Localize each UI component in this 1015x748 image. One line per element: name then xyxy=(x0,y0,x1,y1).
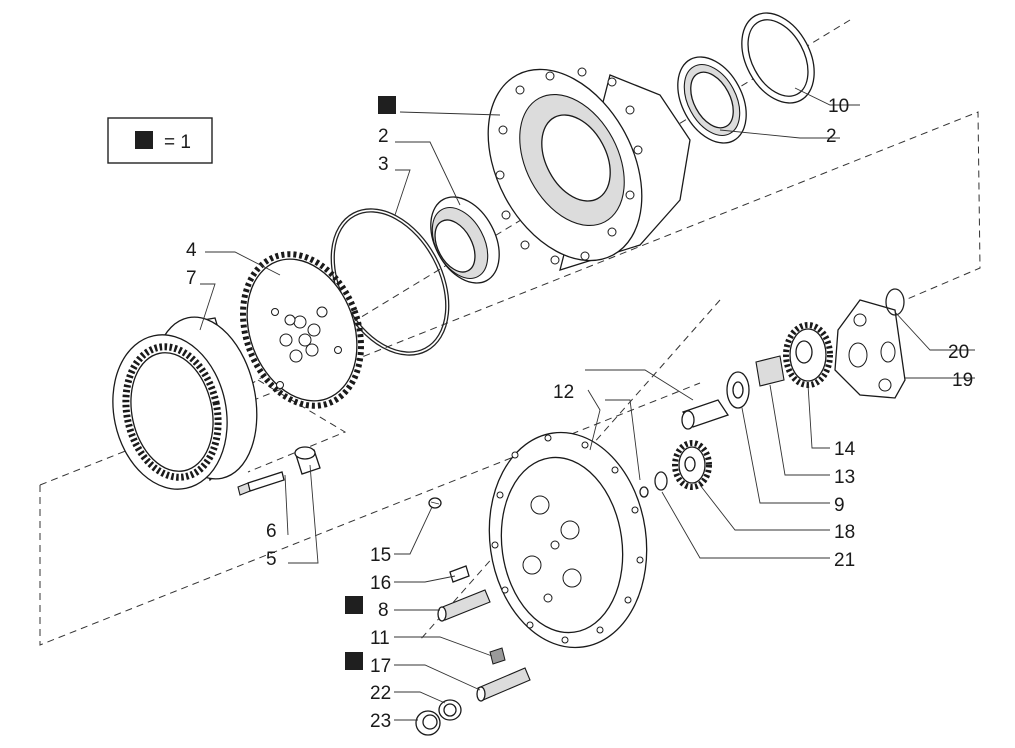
callout-5: 5 xyxy=(266,549,277,570)
small-screw xyxy=(639,486,649,498)
callout-10: 10 xyxy=(828,96,849,117)
callout-3: 3 xyxy=(378,154,389,175)
callout-labels: 10 2 2 3 4 7 6 5 12 20 19 14 13 9 18 21 … xyxy=(186,96,973,732)
callout-9: 9 xyxy=(834,495,845,516)
part-8-stud xyxy=(437,589,491,622)
callout-23: 23 xyxy=(370,711,391,732)
callout-13: 13 xyxy=(834,467,855,488)
part-10-seal-ring xyxy=(741,12,815,104)
legend: = 1 xyxy=(107,117,213,164)
part-19-plate xyxy=(834,299,906,399)
callout-18: 18 xyxy=(834,522,855,543)
part-18-small-gear xyxy=(672,440,712,490)
part-5-bushing xyxy=(294,446,321,475)
callout-6: 6 xyxy=(266,521,277,542)
callout-22: 22 xyxy=(370,683,391,704)
part-16-dowel xyxy=(449,565,470,583)
part-2-bearing-left xyxy=(430,196,500,284)
callout-17: 17 xyxy=(370,656,391,677)
part-4-toothed-plate xyxy=(240,251,364,409)
leader-lines xyxy=(199,87,975,721)
planet-carrier xyxy=(488,431,648,649)
black-square-icon xyxy=(378,96,396,114)
marker-squares xyxy=(345,96,396,670)
callout-12: 12 xyxy=(553,382,574,403)
black-square-icon xyxy=(345,596,363,614)
part-13-needle-rollers xyxy=(755,355,785,387)
part-7-ring-gear xyxy=(112,316,258,490)
part-17-stud xyxy=(476,667,531,702)
part-11-nut xyxy=(489,647,506,665)
part-15-screw xyxy=(428,497,442,509)
legend-text: = 1 xyxy=(164,132,191,153)
callout-20: 20 xyxy=(948,342,969,363)
callout-19: 19 xyxy=(952,370,973,391)
hub-housing xyxy=(487,67,691,271)
part-12-pin xyxy=(681,399,730,430)
callout-16: 16 xyxy=(370,573,391,594)
callout-14: 14 xyxy=(834,439,856,460)
callout-21: 21 xyxy=(834,550,855,571)
assembly-boundary xyxy=(39,19,981,646)
black-square-icon xyxy=(345,652,363,670)
part-23-bushing xyxy=(415,710,441,736)
part-20-circlip xyxy=(885,288,905,316)
callout-8: 8 xyxy=(378,600,389,621)
callout-4: 4 xyxy=(186,240,197,261)
black-square-icon xyxy=(135,131,153,149)
callout-2-right: 2 xyxy=(826,126,837,147)
callout-11: 11 xyxy=(370,628,390,649)
callout-7: 7 xyxy=(186,268,197,289)
part-14-planet-gear xyxy=(783,322,833,388)
part-9-washer xyxy=(726,371,750,409)
part-21-circlip xyxy=(654,471,668,491)
part-6-bolt xyxy=(237,471,285,496)
callout-2-left: 2 xyxy=(378,126,389,147)
part-2-bearing-right xyxy=(677,56,747,144)
part-22-ring xyxy=(438,699,462,721)
callout-15: 15 xyxy=(370,545,391,566)
